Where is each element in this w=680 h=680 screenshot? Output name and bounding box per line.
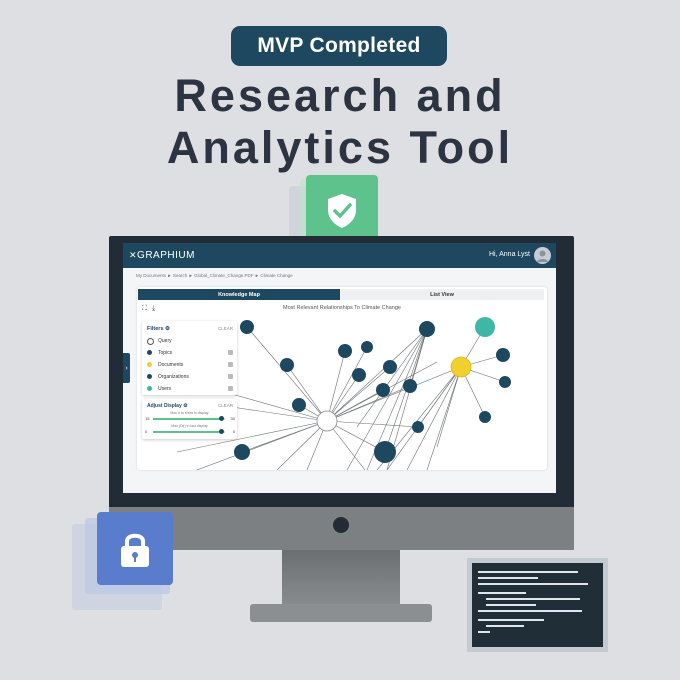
graph-node	[376, 383, 390, 397]
graph-node	[412, 421, 424, 433]
filter-label: Organizations	[158, 374, 189, 380]
avatar-icon[interactable]	[534, 247, 551, 264]
filter-dot	[147, 386, 152, 391]
graph-node	[234, 444, 250, 460]
tab-knowledge-map[interactable]: Knowledge Map	[138, 289, 340, 300]
adjust-clear-button[interactable]: CLEAR	[217, 403, 233, 408]
graph-node-document	[450, 356, 472, 378]
graph-node-query	[316, 410, 338, 432]
filter-query[interactable]: Query	[147, 337, 235, 347]
monitor-stand-neck	[282, 550, 400, 608]
slider-1[interactable]: 15 30	[145, 416, 235, 422]
filters-clear-button[interactable]: CLEAR	[217, 326, 233, 331]
graph-node	[240, 320, 254, 334]
code-window-icon	[467, 558, 608, 652]
graph-node	[419, 321, 435, 337]
graph-nodes	[234, 317, 511, 463]
slider-handle[interactable]	[218, 429, 224, 434]
map-title: Most Relevant Relationships To Climate C…	[283, 305, 401, 311]
slider-2[interactable]: 0 5	[145, 429, 235, 435]
filter-dot	[147, 374, 152, 379]
monitor-stand-base	[250, 604, 432, 622]
slider-fill	[153, 431, 222, 433]
filter-dot	[147, 362, 152, 367]
graph-node	[383, 360, 397, 374]
headline-line-1: Research and	[174, 70, 506, 121]
filter-label: Users	[158, 386, 172, 392]
filter-topics[interactable]: Topics	[147, 349, 235, 359]
chevron-right-icon[interactable]: ›	[123, 353, 130, 383]
slider-min: 15	[145, 416, 150, 421]
code-window-body	[472, 563, 603, 647]
slider-fill	[153, 418, 222, 420]
filter-checkbox[interactable]	[228, 386, 233, 391]
graph-node	[338, 344, 352, 358]
graph-node	[280, 358, 294, 372]
shield-check-icon	[306, 175, 378, 246]
filter-dot	[147, 350, 152, 355]
filter-checkbox[interactable]	[228, 350, 233, 355]
app-header: ✕GRAPHIUM Hi, Anna Lyst	[123, 243, 556, 268]
filter-dot	[147, 338, 154, 345]
graph-node	[292, 398, 306, 412]
filter-users[interactable]: Users	[147, 385, 235, 395]
filter-checkbox[interactable]	[228, 362, 233, 367]
filter-checkbox[interactable]	[228, 374, 233, 379]
filters-panel: Filters ⚙ CLEAR Query Topics Documents O…	[142, 321, 237, 395]
slider-max: 30	[230, 416, 235, 421]
graph-node	[496, 348, 510, 362]
slider-min: 0	[145, 429, 148, 434]
knowledge-graph[interactable]	[137, 287, 547, 470]
user-greeting: Hi, Anna Lyst	[489, 251, 530, 258]
app-logo[interactable]: ✕GRAPHIUM	[129, 250, 195, 261]
camera-icon	[333, 517, 349, 533]
filter-label: Topics	[158, 350, 173, 356]
download-icon[interactable]: ⤓	[152, 305, 156, 312]
graph-node	[499, 376, 511, 388]
slider-handle[interactable]	[218, 416, 224, 421]
filters-title: Filters ⚙	[147, 326, 170, 332]
graph-logo-icon: ✕	[129, 250, 138, 260]
graph-node-user	[475, 317, 495, 337]
graph-node	[352, 368, 366, 382]
graph-node	[374, 441, 396, 463]
graph-node	[479, 411, 491, 423]
tab-list-view[interactable]: List View	[340, 289, 544, 300]
slider-2-label: Max (Dir) in last display	[171, 424, 208, 428]
adjust-display-panel: Adjust Display ⚙ CLEAR Max # to show in …	[142, 399, 237, 439]
logo-text: GRAPHIUM	[137, 250, 195, 261]
knowledge-map-panel: Knowledge Map List View Most Relevant Re…	[137, 287, 547, 470]
lock-icon	[97, 512, 173, 585]
filter-label: Documents	[158, 362, 184, 368]
adjust-title: Adjust Display ⚙	[147, 403, 188, 409]
app-screen: ✕GRAPHIUM Hi, Anna Lyst My Documents ► S…	[123, 243, 556, 493]
graph-node	[361, 341, 373, 353]
headline-line-2: Analytics Tool	[166, 122, 514, 173]
mvp-badge: MVP Completed	[231, 26, 447, 66]
filter-label: Query	[158, 338, 172, 344]
slider-max: 5	[232, 429, 235, 434]
filter-organizations[interactable]: Organizations	[147, 373, 235, 383]
graph-node	[403, 379, 417, 393]
slider-1-label: Max # to show in display	[170, 411, 209, 415]
filter-documents[interactable]: Documents	[147, 361, 235, 371]
expand-icon[interactable]: ⛶	[142, 305, 147, 312]
breadcrumb[interactable]: My Documents ► Search ► Global_Climate_C…	[136, 273, 293, 278]
